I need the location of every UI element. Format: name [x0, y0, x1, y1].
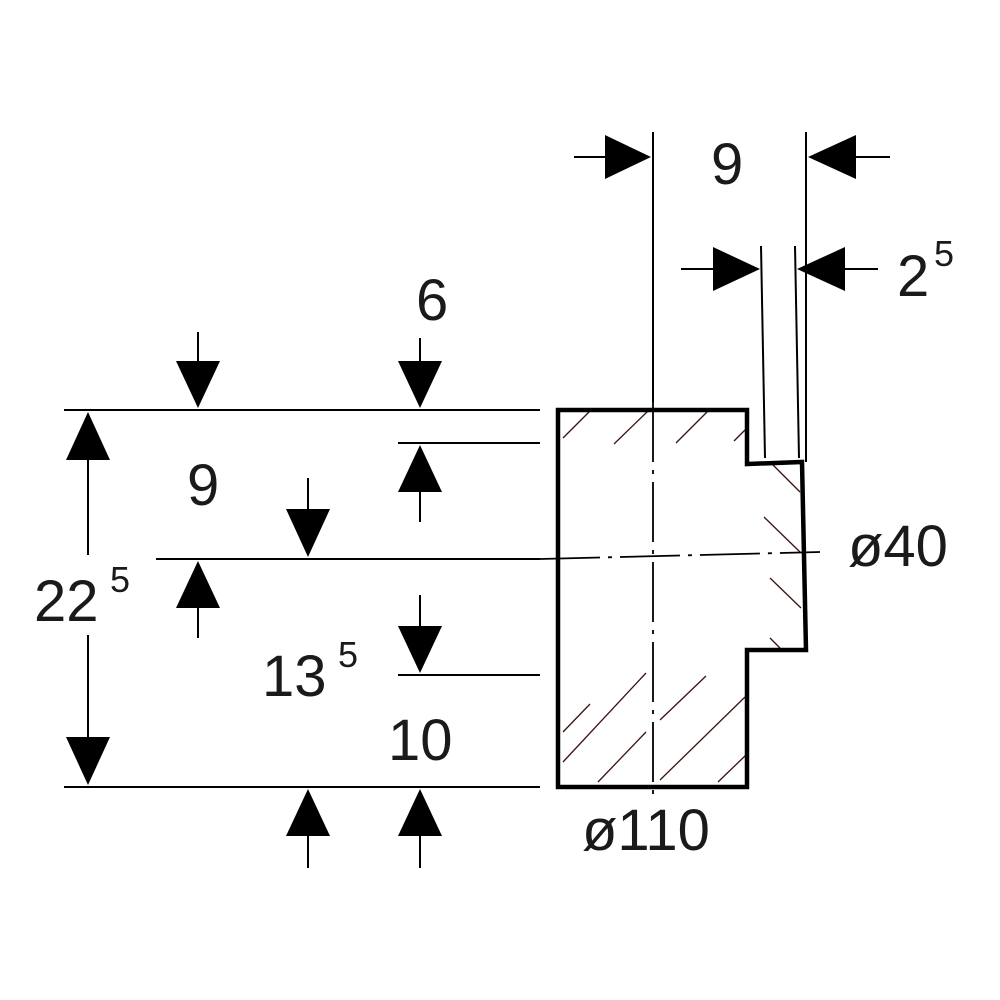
arrow-up-icon: [66, 412, 110, 460]
hatch-line: [769, 577, 802, 609]
arrow-down-icon: [398, 361, 442, 408]
arrows-column-a: [176, 332, 220, 638]
arrow-up-icon: [398, 789, 442, 836]
label-top-width: 9: [711, 132, 743, 197]
horizontal-centerline: [539, 551, 821, 560]
arrow-up-icon: [176, 561, 220, 608]
hatch-line: [717, 754, 747, 783]
arrow-right-icon: [713, 247, 760, 291]
label-diameter-large: ø110: [582, 798, 710, 863]
label-height-upper: 9: [187, 453, 219, 518]
hatch-line: [562, 410, 591, 439]
arrow-down-icon: [176, 361, 220, 408]
label-offset-top: 6: [416, 268, 448, 333]
arrow-down-icon: [398, 626, 442, 673]
label-mid-height: 13: [262, 644, 327, 709]
label-total-height: 22: [34, 569, 99, 634]
section-hatching: [562, 410, 802, 783]
hatch-line: [597, 731, 647, 783]
hatch-line: [659, 675, 707, 721]
label-wall-thickness-sup: 5: [934, 233, 954, 274]
arrow-down-icon: [286, 509, 330, 557]
wall-thickness-dimension: [681, 247, 878, 291]
label-total-height-sup: 5: [110, 559, 130, 600]
hatch-line: [769, 637, 781, 649]
top-width-dimension: [574, 135, 890, 179]
hatch-line: [733, 428, 747, 442]
label-mid-height-sup: 5: [338, 634, 358, 675]
arrow-right-icon: [605, 135, 651, 179]
arrow-left-icon: [808, 135, 856, 179]
hatch-line: [771, 463, 801, 493]
arrow-down-icon: [66, 737, 110, 785]
hatch-line: [675, 410, 709, 444]
hatch-line: [562, 703, 591, 733]
pipe-wall-outer: [794, 245, 800, 459]
hatch-line: [659, 696, 746, 781]
total-height-dimension: [66, 412, 110, 785]
arrow-up-icon: [286, 789, 330, 836]
hatch-line: [613, 410, 649, 445]
label-wall-thickness: 2: [897, 244, 929, 309]
hatch-line: [562, 672, 647, 763]
arrows-column-b: [286, 478, 330, 868]
hatch-line: [763, 516, 801, 553]
dimension-labels: 9 2 5 6 9 22 5 13 5 10 ø40 ø110: [34, 132, 954, 863]
part-outline: [555, 407, 809, 790]
pipe-wall: [760, 245, 807, 462]
arrow-up-icon: [398, 445, 442, 492]
center-lines: [539, 402, 821, 795]
arrow-left-icon: [797, 247, 845, 291]
arrows-column-c: [398, 338, 442, 868]
pipe-wall-inner: [760, 245, 766, 459]
label-diameter-small: ø40: [848, 514, 948, 579]
extension-lines: [64, 132, 807, 788]
label-bottom-offset: 10: [388, 708, 453, 773]
